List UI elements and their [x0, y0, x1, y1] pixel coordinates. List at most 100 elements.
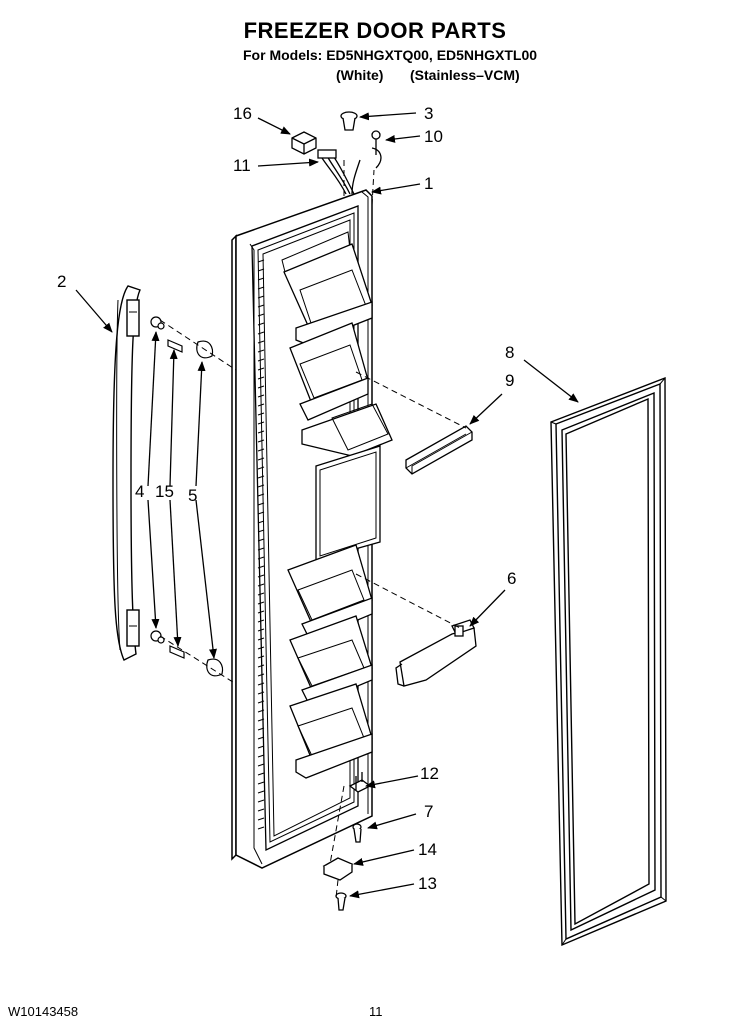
gasket-ridge-tick — [257, 556, 265, 560]
gasket-ridge-tick — [257, 646, 265, 650]
gasket-ridge-tick — [257, 808, 265, 812]
gasket-ridge-tick — [257, 691, 265, 695]
models-line: For Models: ED5NHGXTQ00, ED5NHGXTL00 — [243, 47, 538, 63]
callout-5: 5 — [188, 486, 197, 505]
gasket-ridge-tick — [257, 520, 265, 524]
gasket-ridge-tick — [257, 448, 265, 452]
gasket-ridge-tick — [257, 565, 265, 569]
page-number: 11 — [369, 1004, 383, 1019]
lower-hinge-hardware — [322, 772, 372, 911]
gasket-ridge-tick — [257, 826, 265, 830]
callout-numbers: 16 3 10 11 1 2 8 9 4 15 5 6 12 7 14 13 — [57, 104, 516, 893]
gasket-ridge-tick — [257, 286, 265, 290]
gasket-ridge-tick — [257, 403, 265, 407]
assembly-lines — [159, 160, 467, 899]
callout-3: 3 — [424, 104, 433, 123]
callout-11: 11 — [233, 156, 251, 175]
page-title: FREEZER DOOR PARTS — [243, 18, 507, 43]
gasket-ridge-tick — [257, 394, 265, 398]
gasket-ridge-tick — [257, 313, 265, 317]
gasket-ridge-tick — [257, 421, 265, 425]
gasket-ridge-tick — [257, 772, 265, 776]
callout-10: 10 — [424, 127, 443, 146]
gasket-ridge-tick — [257, 745, 265, 749]
door-handle — [112, 285, 141, 661]
handle-mount-hardware — [150, 316, 224, 677]
gasket-ridge-tick — [257, 718, 265, 722]
gasket-ridge-tick — [257, 790, 265, 794]
gasket-ridge-tick — [257, 304, 265, 308]
document-number: W10143458 — [8, 1004, 79, 1019]
gasket-ridge-tick — [257, 277, 265, 281]
callout-14: 14 — [418, 840, 437, 859]
gasket-ridge-tick — [257, 412, 265, 416]
gasket-ridge-tick — [257, 466, 265, 470]
door-gasket — [550, 376, 667, 947]
gasket-ridge-tick — [257, 682, 265, 686]
gasket-ridge-tick — [257, 259, 265, 263]
gasket-ridge-tick — [257, 628, 265, 632]
gasket-ridge-tick — [257, 385, 265, 389]
callout-13: 13 — [418, 874, 437, 893]
gasket-ridge-tick — [257, 574, 265, 578]
gasket-ridge-tick — [257, 493, 265, 497]
plug-button-part — [340, 111, 358, 131]
gasket-ridge-tick — [257, 754, 265, 758]
gasket-ridge-tick — [257, 268, 265, 272]
gasket-ridge-tick — [257, 475, 265, 479]
wire-connector-part — [291, 131, 317, 155]
callout-7: 7 — [424, 802, 433, 821]
variant-stainless: (Stainless–VCM) — [410, 67, 520, 83]
variant-white: (White) — [336, 67, 384, 83]
gasket-ridge-tick — [257, 349, 265, 353]
gasket-ridge-tick — [257, 763, 265, 767]
callout-16: 16 — [233, 104, 252, 123]
door-gasket-ridges — [257, 259, 265, 830]
callout-12: 12 — [420, 764, 439, 783]
gasket-ridge-tick — [257, 457, 265, 461]
gasket-ridge-tick — [257, 637, 265, 641]
callout-2: 2 — [57, 272, 66, 291]
gasket-ridge-tick — [257, 619, 265, 623]
gasket-ridge-tick — [257, 376, 265, 380]
gasket-ridge-tick — [257, 709, 265, 713]
gasket-ridge-tick — [257, 817, 265, 821]
callout-8: 8 — [505, 343, 514, 362]
callout-6: 6 — [507, 569, 516, 588]
dispenser-trim-part — [405, 425, 473, 475]
gasket-ridge-tick — [257, 610, 265, 614]
wire-harness-part — [317, 149, 361, 195]
door-shelves — [283, 243, 393, 779]
gasket-ridge-tick — [257, 727, 265, 731]
gasket-ridge-tick — [257, 799, 265, 803]
callout-4: 4 — [135, 482, 144, 501]
gasket-ridge-tick — [257, 547, 265, 551]
gasket-ridge-tick — [257, 700, 265, 704]
gasket-ridge-tick — [257, 439, 265, 443]
callout-1: 1 — [424, 174, 433, 193]
gasket-ridge-tick — [257, 331, 265, 335]
gasket-ridge-tick — [257, 430, 265, 434]
callout-15: 15 — [155, 482, 174, 501]
gasket-ridge-tick — [257, 592, 265, 596]
gasket-ridge-tick — [257, 655, 265, 659]
gasket-ridge-tick — [257, 538, 265, 542]
gasket-ridge-tick — [257, 295, 265, 299]
gasket-ridge-tick — [257, 583, 265, 587]
gasket-ridge-tick — [257, 673, 265, 677]
callout-leaders — [75, 112, 579, 899]
gasket-ridge-tick — [257, 529, 265, 533]
gasket-ridge-tick — [257, 601, 265, 605]
gasket-ridge-tick — [257, 322, 265, 326]
gasket-ridge-tick — [257, 664, 265, 668]
gasket-ridge-tick — [257, 358, 265, 362]
gasket-ridge-tick — [257, 484, 265, 488]
gasket-ridge-tick — [257, 502, 265, 506]
gasket-ridge-tick — [257, 367, 265, 371]
gasket-ridge-tick — [257, 340, 265, 344]
gasket-ridge-tick — [257, 511, 265, 515]
callout-9: 9 — [505, 371, 514, 390]
gasket-ridge-tick — [257, 781, 265, 785]
